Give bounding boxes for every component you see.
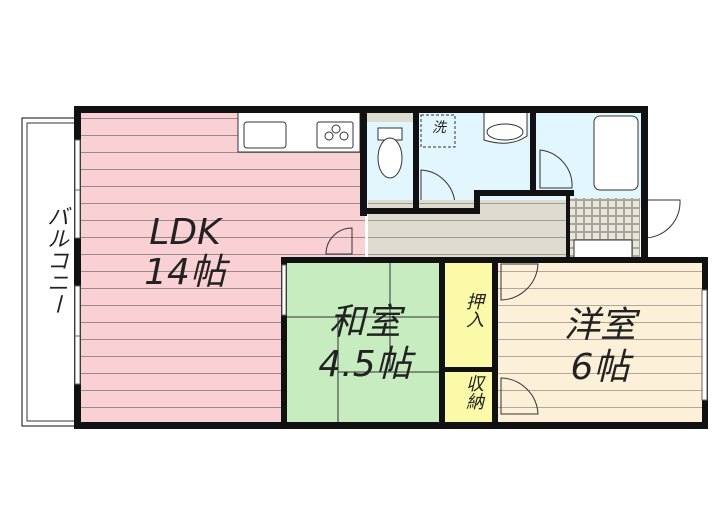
shuunou-label: 収納 — [463, 374, 484, 410]
balcony-label: バルコニー — [43, 205, 68, 315]
laundry-label: 洗 — [432, 120, 446, 136]
bathtub-icon — [593, 115, 639, 191]
room-shuunou — [444, 372, 492, 424]
ldk-label: LDK 14帖 — [144, 212, 226, 293]
youshitsu-label: 洋室 6帖 — [563, 305, 636, 388]
windows — [74, 139, 708, 401]
stove-icon — [316, 121, 354, 149]
washer-space-icon — [420, 114, 456, 148]
room-youshitsu — [498, 262, 704, 424]
entrance-door-icon — [643, 199, 681, 239]
room-oshiire — [444, 262, 492, 368]
oshiire-label: 押入 — [463, 292, 484, 328]
balcony — [21, 117, 77, 427]
room-washitsu — [286, 262, 441, 424]
toilet-icon — [377, 127, 403, 179]
door-swing-icon — [325, 227, 353, 255]
washitsu-label: 和室 4.5帖 — [318, 302, 412, 385]
sink-icon — [243, 121, 287, 149]
